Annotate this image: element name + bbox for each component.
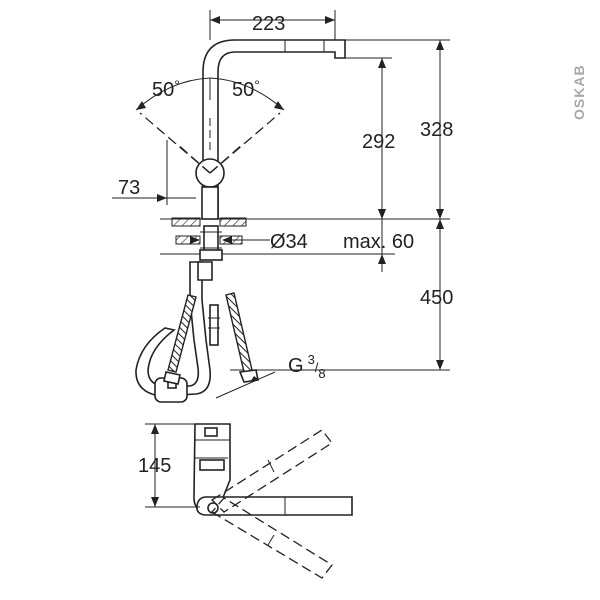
hole-arrow-right bbox=[222, 236, 232, 244]
countertop-left bbox=[171, 217, 201, 227]
swivel-right-label: 50° bbox=[232, 77, 260, 101]
swivel-inner-left bbox=[175, 142, 211, 174]
height292-arrow-bottom bbox=[378, 209, 386, 219]
supply-hose-right bbox=[225, 292, 253, 373]
height292-arrow-top bbox=[378, 58, 386, 68]
supply-hose-left bbox=[167, 294, 197, 373]
spout bbox=[202, 39, 346, 219]
base-arrow-bottom bbox=[151, 497, 159, 507]
thread-leader bbox=[215, 371, 276, 399]
faucet-body bbox=[201, 186, 219, 220]
lever-offset-label: 73 bbox=[118, 177, 140, 199]
spout-reach-label: 223 bbox=[252, 13, 285, 35]
top-view: 145 bbox=[138, 423, 353, 579]
base-lever bbox=[199, 459, 225, 471]
hole-arrow-left bbox=[190, 236, 200, 244]
brand-watermark: OSKAB bbox=[571, 64, 587, 120]
base-knob bbox=[204, 427, 218, 437]
shank-bottom bbox=[199, 249, 223, 261]
total-height-label: 328 bbox=[420, 119, 453, 141]
arc-arrow-left bbox=[136, 101, 146, 110]
hose-arrow-top bbox=[436, 219, 444, 229]
thickness-arrow-bottom bbox=[378, 254, 386, 264]
reach-arrow-right bbox=[325, 16, 335, 24]
offset-arrow bbox=[157, 194, 167, 202]
hose-length-label: 450 bbox=[420, 287, 453, 309]
swing-lower bbox=[211, 497, 333, 579]
height328-arrow-bottom bbox=[436, 209, 444, 219]
hose-arrow-bottom bbox=[436, 360, 444, 370]
swivel-left-label: 50° bbox=[152, 77, 180, 101]
spout-top bbox=[196, 496, 353, 516]
swivel-inner-right bbox=[209, 142, 245, 174]
centre-connector bbox=[209, 304, 219, 346]
swing-tick-down bbox=[267, 534, 275, 546]
front-view: 50° 50° 73 Ø34 max. 60 bbox=[112, 10, 453, 403]
pullout-hose-upper bbox=[197, 261, 213, 281]
height328-arrow-top bbox=[436, 40, 444, 50]
reach-arrow-left bbox=[210, 16, 220, 24]
spout-height-label: 292 bbox=[362, 131, 395, 153]
countertop-right bbox=[219, 217, 247, 227]
thread-arrow bbox=[250, 376, 258, 382]
counter-thickness-label: max. 60 bbox=[343, 231, 414, 253]
swing-tick-up bbox=[267, 459, 275, 473]
arc-arrow-right bbox=[274, 101, 284, 110]
base-arrow-top bbox=[151, 424, 159, 434]
base-height-label: 145 bbox=[138, 455, 171, 477]
supply-end-left bbox=[163, 371, 181, 385]
hole-diameter-label: Ø34 bbox=[270, 231, 308, 253]
